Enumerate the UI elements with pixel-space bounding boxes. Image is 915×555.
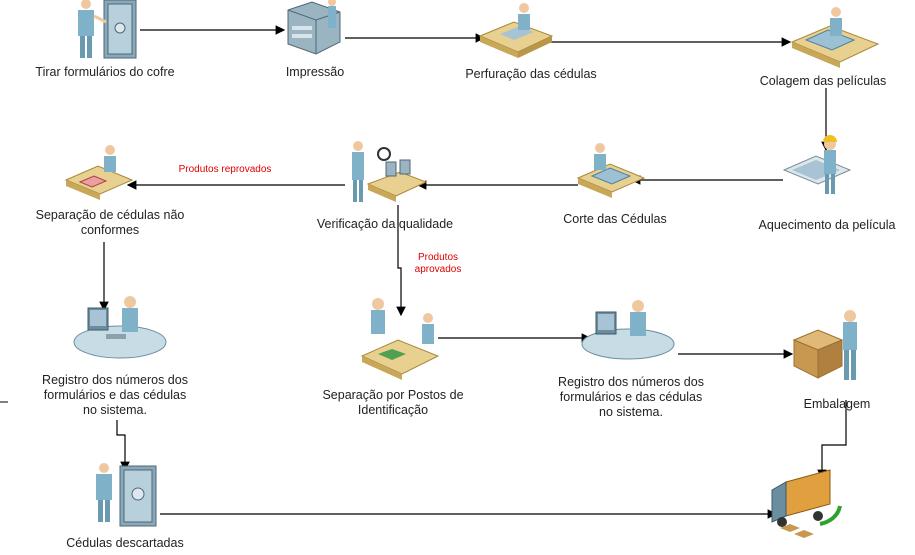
node-label-verificacao: Verificação da qualidade	[316, 217, 454, 231]
label-line: Separação de cédulas não	[35, 208, 185, 222]
rejected-sorting-icon	[64, 145, 134, 200]
packaging-box-icon	[792, 310, 857, 380]
label-line: conformes	[80, 223, 140, 237]
arrow-embalagem-to-truck	[817, 400, 847, 480]
node-label-colagem: Colagem das películas	[759, 74, 887, 88]
delivery-truck-icon	[771, 469, 842, 538]
label-line: no sistema.	[83, 403, 147, 417]
node-label-aquecimento: Aquecimento da película	[758, 218, 896, 232]
label-line: formulários e das cédulas	[559, 390, 703, 404]
label-line: no sistema.	[599, 405, 663, 419]
computer-workstation-icon-2	[581, 300, 675, 360]
printer-icon	[287, 0, 341, 55]
label-line: formulários e das cédulas	[43, 388, 187, 402]
node-label-perfuracao: Perfuração das cédulas	[465, 67, 597, 81]
label-line: Produtos	[417, 252, 459, 263]
film-table-icon	[790, 7, 880, 68]
label-line: Registro dos números dos	[42, 373, 188, 387]
safe-worker-icon	[78, 0, 137, 59]
label-line: Identificação	[357, 403, 429, 417]
station-sorting-icon	[360, 298, 440, 380]
node-label-impressao: Impressão	[285, 65, 345, 79]
desk-worker-icon	[478, 3, 554, 58]
heating-worker-icon	[782, 135, 852, 194]
node-label-separacao-nao: Separação de cédulas não conformes	[10, 208, 210, 238]
node-label-registro2: Registro dos números dos formulários e d…	[531, 375, 731, 420]
discard-safe-icon	[96, 463, 157, 527]
arrow-verificacao-to-separacao-postos	[396, 205, 406, 317]
node-label-separacao-postos: Separação por Postos de Identificação	[298, 388, 488, 418]
cutting-worker-icon	[576, 143, 646, 198]
node-label-cofre: Tirar formulários do cofre	[35, 65, 175, 79]
node-label-embalagem: Embalagem	[803, 397, 871, 411]
edge-label-reprovados: Produtos reprovados	[178, 164, 272, 175]
computer-workstation-icon	[73, 296, 167, 359]
label-line: Registro dos números dos	[558, 375, 704, 389]
node-label-descartadas: Cédulas descartadas	[30, 536, 220, 551]
edge-label-aprovados: Produtos aprovados	[398, 252, 478, 276]
node-label-corte: Corte das Cédulas	[563, 212, 667, 226]
label-line: Cédulas descartadas	[66, 536, 184, 550]
label-line: Separação por Postos de	[322, 388, 464, 402]
connectors	[99, 25, 847, 519]
arrow-registro1-to-descartadas	[116, 420, 130, 472]
quality-inspection-icon	[352, 141, 428, 202]
label-line: aprovados	[414, 264, 462, 275]
node-label-registro1: Registro dos números dos formulários e d…	[15, 373, 215, 418]
